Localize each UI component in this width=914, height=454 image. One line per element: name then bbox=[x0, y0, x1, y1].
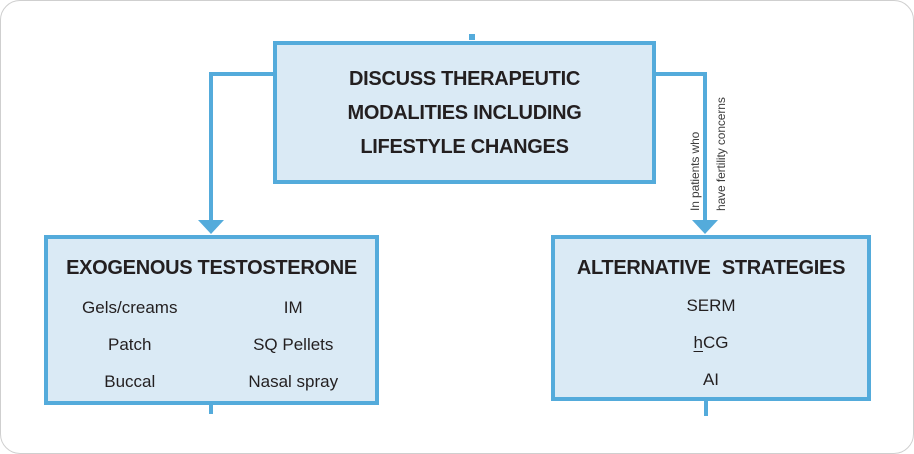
list-item: Gels/creams bbox=[82, 298, 178, 317]
annotation-line: In patients who bbox=[688, 131, 702, 211]
left-box-bottom-connector-stub bbox=[209, 403, 213, 414]
discuss-therapeutic-modalities-box: DISCUSS THERAPEUTIC MODALITIES INCLUDING… bbox=[273, 41, 656, 184]
exogenous-testosterone-box: EXOGENOUS TESTOSTERONE Gels/creams IM Pa… bbox=[44, 235, 379, 405]
alternative-strategies-box: ALTERNATIVE STRATEGIES SERM hCG AI bbox=[551, 235, 871, 401]
list-item: SQ Pellets bbox=[253, 335, 334, 354]
top-box-line: MODALITIES INCLUDING bbox=[347, 101, 582, 124]
hcg-rest: CG bbox=[702, 333, 729, 352]
hcg-underlined-letter: h bbox=[693, 333, 703, 352]
top-box-line: DISCUSS THERAPEUTIC bbox=[349, 67, 580, 90]
list-item: Nasal spray bbox=[248, 372, 339, 391]
list-item: Patch bbox=[108, 335, 152, 354]
right-connector-vertical bbox=[703, 72, 707, 220]
top-box-line: LIFESTYLE CHANGES bbox=[360, 135, 569, 158]
left-box-item-grid: Gels/creams IM Patch SQ Pellets Buccal N… bbox=[48, 289, 375, 400]
fertility-concerns-annotation: In patients who have fertility concerns bbox=[682, 61, 734, 211]
left-arrowhead-down-icon bbox=[198, 220, 224, 234]
list-item: IM bbox=[283, 298, 303, 317]
right-connector-horizontal bbox=[654, 72, 707, 76]
right-box-bottom-connector-stub bbox=[704, 399, 708, 416]
left-connector-horizontal bbox=[209, 72, 275, 76]
annotation-line: have fertility concerns bbox=[714, 97, 728, 211]
list-item-hcg: hCG bbox=[555, 324, 867, 361]
right-arrowhead-down-icon bbox=[692, 220, 718, 234]
right-box-item-list: SERM hCG AI bbox=[555, 287, 867, 398]
left-connector-vertical bbox=[209, 72, 213, 220]
list-item: Buccal bbox=[104, 372, 156, 391]
top-connector-stub bbox=[469, 34, 475, 40]
left-box-title: EXOGENOUS TESTOSTERONE bbox=[66, 257, 357, 279]
list-item: SERM bbox=[686, 296, 736, 315]
list-item: AI bbox=[702, 370, 720, 389]
right-box-title: ALTERNATIVE STRATEGIES bbox=[576, 257, 846, 279]
